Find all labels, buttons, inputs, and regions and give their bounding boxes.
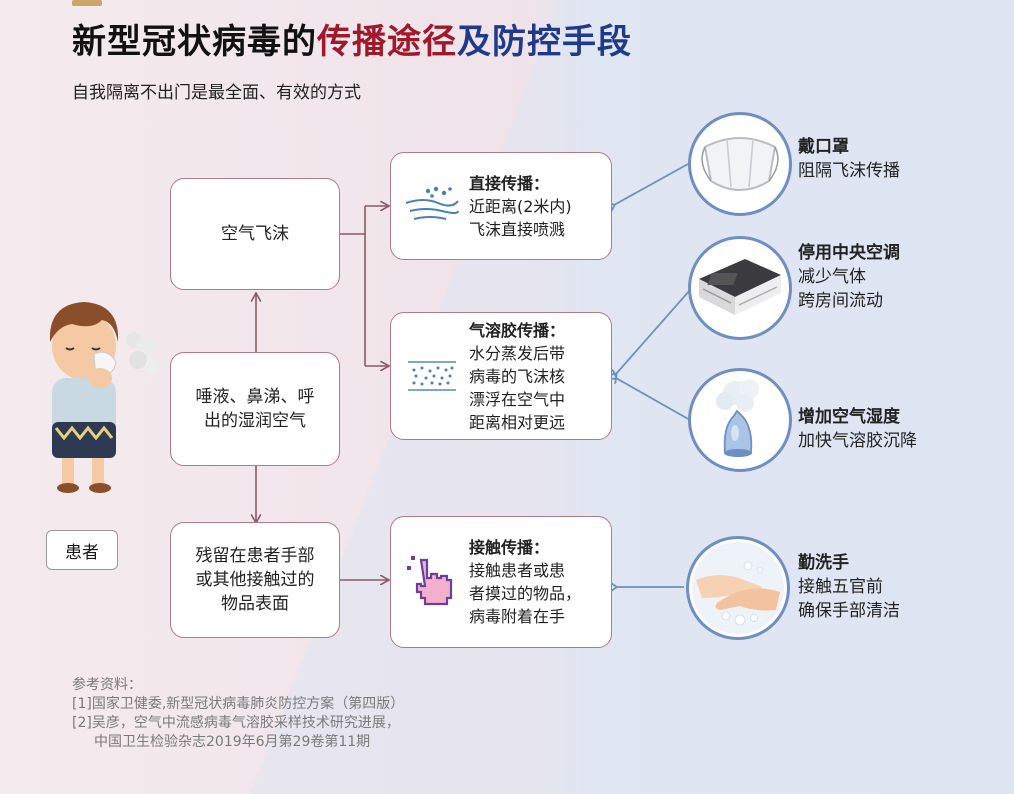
prevention-line: 接触五官前 xyxy=(798,577,883,597)
source-box-surface: 残留在患者手部 或其他接触过的 物品表面 xyxy=(170,522,340,638)
aerosol-icon xyxy=(401,350,463,402)
source-line: 出的湿润空气 xyxy=(204,411,306,431)
page-title: 新型冠状病毒的传播途径及防控手段 xyxy=(72,14,632,63)
arrow-humidifier-to-aerosol xyxy=(616,378,691,421)
title-part-2: 传播途径 xyxy=(317,22,457,62)
arrow-mask-to-direct xyxy=(614,163,689,205)
prevention-line: 确保手部清洁 xyxy=(798,601,900,621)
route-box-direct: 直接传播： 近距离(2米内) 飞沫直接喷溅 xyxy=(390,152,612,260)
route-line: 水分蒸发后带 xyxy=(469,343,566,363)
hand-washing-icon xyxy=(686,536,790,640)
route-line: 者摸过的物品， xyxy=(469,584,582,603)
page-subtitle: 自我隔离不出门是最全面、有效的方式 xyxy=(72,83,361,103)
route-box-contact: 接触传播： 接触患者或患 者摸过的物品， 病毒附着在手 xyxy=(390,516,612,648)
route-line: 近距离(2米内) xyxy=(469,196,572,216)
route-line: 接触患者或患 xyxy=(469,561,566,580)
pointing-hand-icon xyxy=(401,556,463,608)
route-title: 直接传播： xyxy=(469,173,550,193)
references-heading: 参考资料： xyxy=(72,677,142,693)
source-line: 唾液、鼻涕、呼 xyxy=(195,387,315,407)
patient-label: 患者 xyxy=(46,530,118,570)
prevention-line: 加快气溶胶沉降 xyxy=(798,431,917,451)
humidifier-icon xyxy=(688,368,792,472)
reference-item: 中国卫生检验杂志2019年6月第29卷第11期 xyxy=(94,734,371,750)
arrow-ac-to-aerosol xyxy=(616,289,691,374)
reference-item: [2]吴彦，空气中流感病毒气溶胶采样技术研究进展， xyxy=(72,715,400,731)
route-title: 接触传播： xyxy=(469,538,550,557)
sneezing-child-illustration xyxy=(49,302,159,493)
route-line: 病毒附着在手 xyxy=(469,607,566,626)
prevention-line: 减少气体 xyxy=(798,267,866,287)
title-part-1: 新型冠状病毒的 xyxy=(72,22,317,62)
prevention-title: 戴口罩 xyxy=(798,137,849,157)
route-line: 距离相对更远 xyxy=(469,412,566,432)
route-line: 漂浮在空气中 xyxy=(469,389,566,409)
route-line: 飞沫直接喷溅 xyxy=(469,219,566,239)
reference-item: [1]国家卫健委,新型冠状病毒肺炎防控方案（第四版） xyxy=(72,696,405,712)
prevention-title: 增加空气湿度 xyxy=(798,407,900,427)
source-line: 或其他接触过的 xyxy=(195,570,315,590)
air-conditioner-icon xyxy=(688,236,792,340)
prevention-line: 跨房间流动 xyxy=(798,291,883,311)
route-title: 气溶胶传播： xyxy=(469,320,566,340)
title-part-3: 及防控手段 xyxy=(457,22,632,62)
prevention-title: 停用中央空调 xyxy=(798,243,900,263)
route-line: 病毒的飞沫核 xyxy=(469,366,566,386)
source-box-saliva: 唾液、鼻涕、呼 出的湿润空气 xyxy=(170,352,340,466)
wind-droplets-icon xyxy=(401,180,463,232)
mask-icon xyxy=(688,112,792,216)
route-box-aerosol: 气溶胶传播： 水分蒸发后带 病毒的飞沫核 漂浮在空气中 距离相对更远 xyxy=(390,312,612,440)
source-line: 物品表面 xyxy=(221,594,289,614)
source-line: 残留在患者手部 xyxy=(195,546,315,566)
source-line: 空气飞沫 xyxy=(221,224,289,244)
prevention-line: 阻隔飞沫传播 xyxy=(798,161,900,181)
branch-airborne xyxy=(340,233,366,366)
source-box-airborne-droplets: 空气飞沫 xyxy=(170,178,340,290)
references: 参考资料： [1]国家卫健委,新型冠状病毒肺炎防控方案（第四版） [2]吴彦，空… xyxy=(72,676,404,752)
prevention-title: 勤洗手 xyxy=(798,553,849,573)
